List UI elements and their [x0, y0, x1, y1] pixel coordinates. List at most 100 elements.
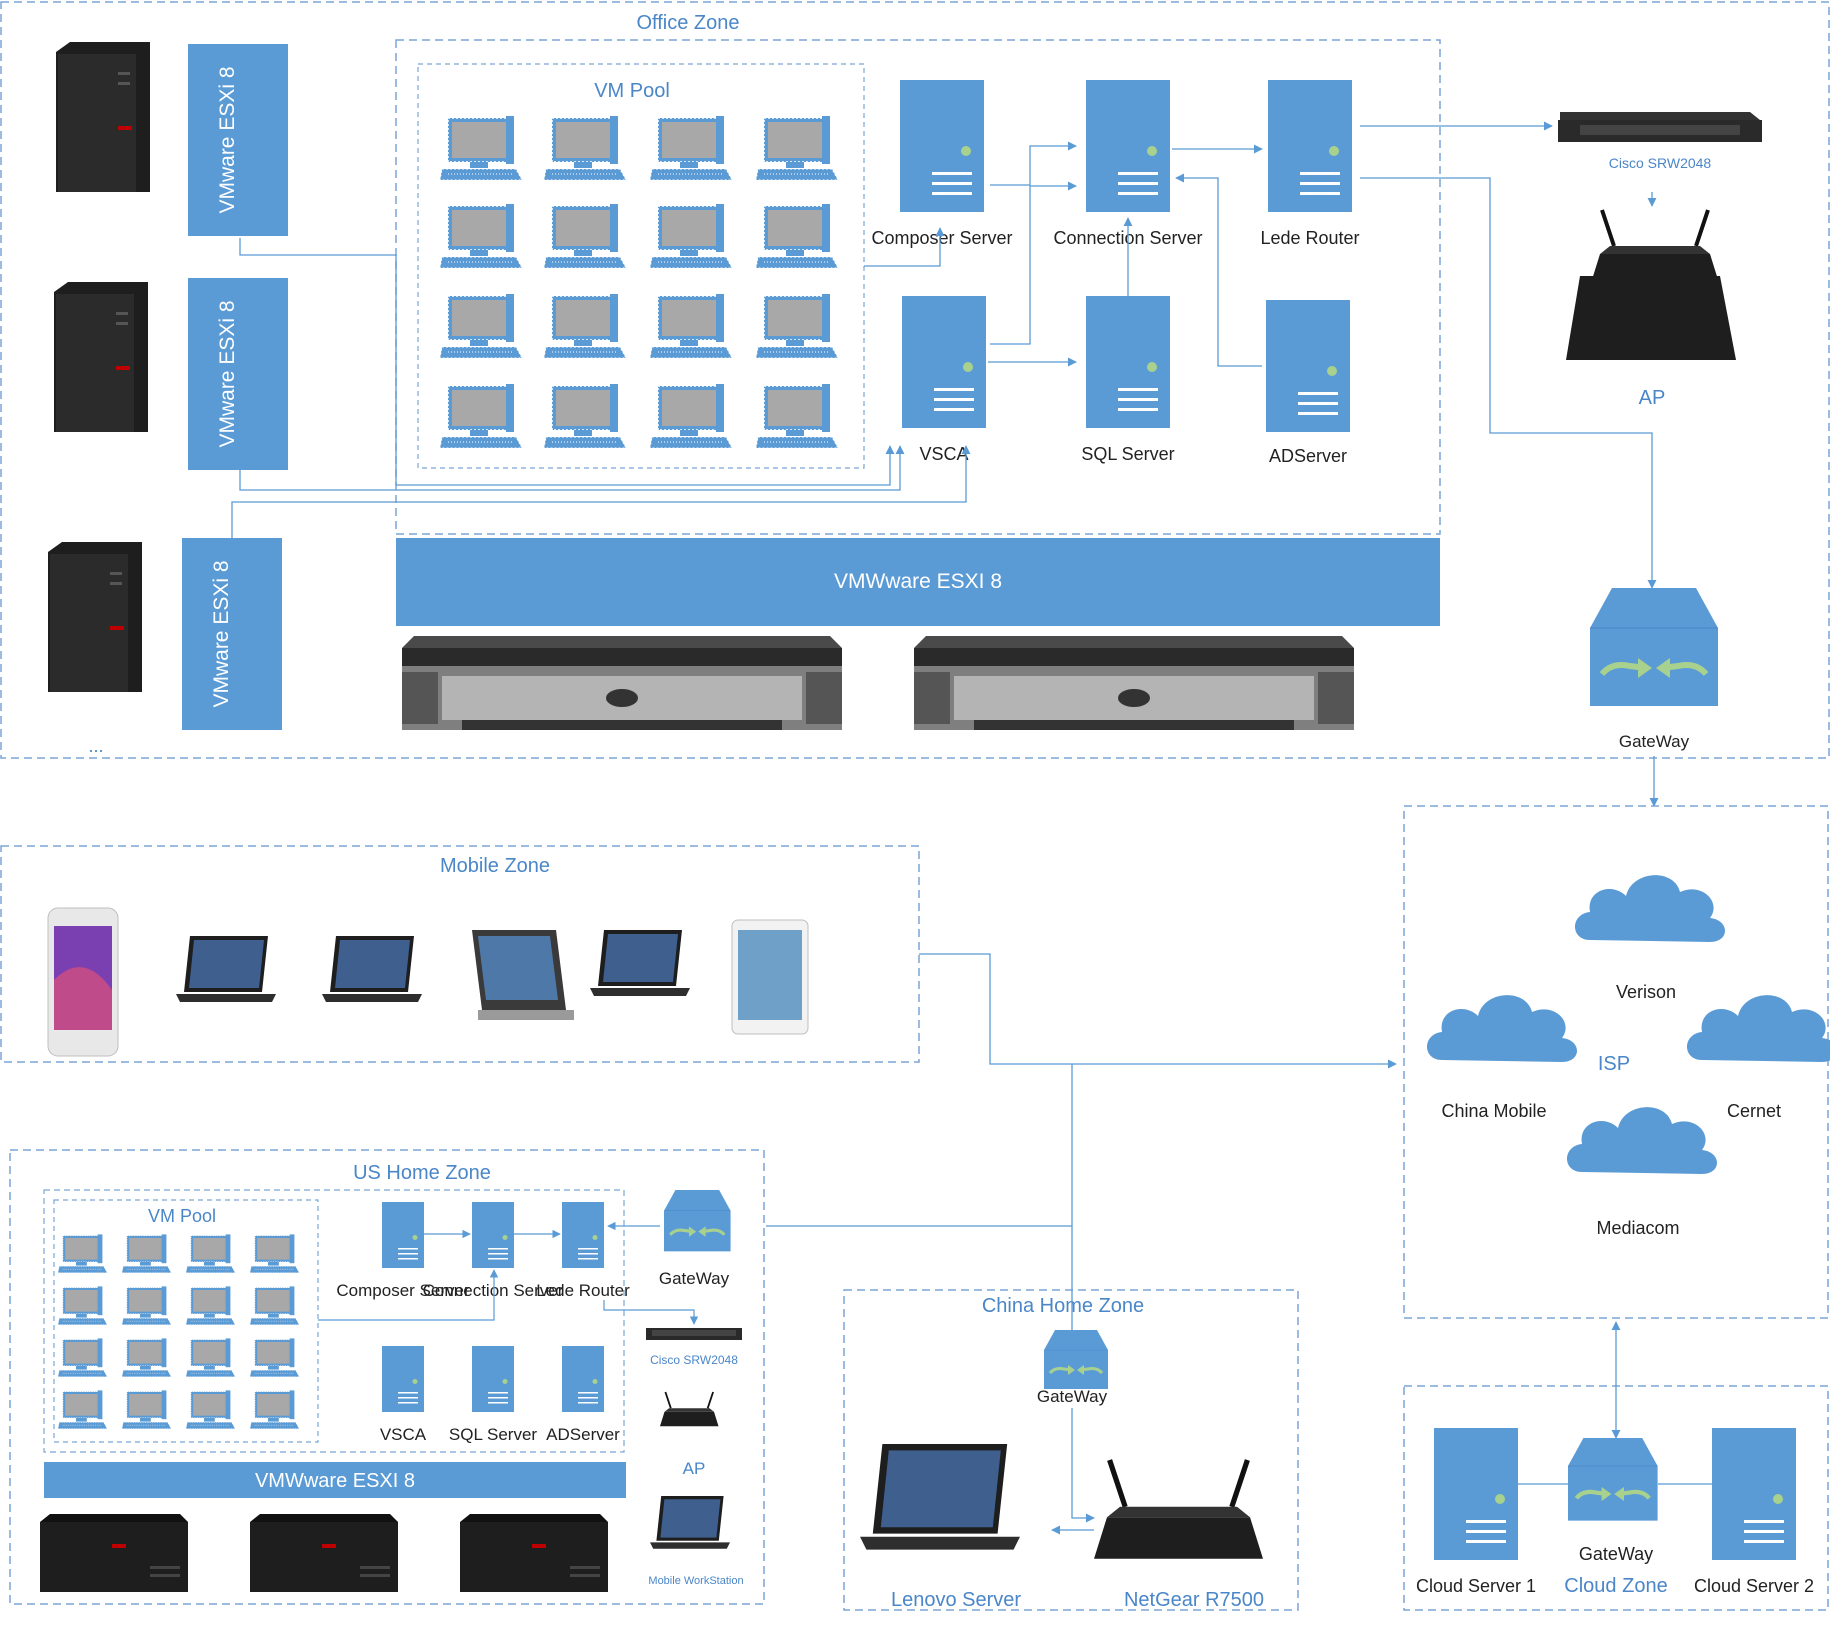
vm-icon — [649, 115, 733, 181]
us-lede-router-icon — [562, 1202, 604, 1268]
phone-icon — [47, 907, 119, 1057]
china-mobile-label: China Mobile — [1441, 1101, 1546, 1121]
vsca-label: VSCA — [919, 444, 968, 464]
switch-label: Cisco SRW2048 — [1609, 155, 1712, 171]
isp-zone-border — [1403, 805, 1829, 1319]
mobile-zone-border — [0, 845, 920, 1063]
cloud-zone-title: Cloud Zone — [1564, 1575, 1667, 1597]
laptop-2-icon — [322, 936, 422, 1002]
vm-icon — [439, 383, 523, 449]
us-ap-icon — [659, 1391, 720, 1428]
ap-icon — [1588, 208, 1722, 288]
us-home-zone-border — [9, 1149, 765, 1605]
ap-label: AP — [1639, 387, 1666, 409]
cloud-server-1-icon — [1434, 1428, 1518, 1560]
us-connection-server-label: Connection Server — [423, 1281, 564, 1300]
vm-icon — [755, 383, 839, 449]
vm-icon — [249, 1233, 300, 1274]
office-connections — [231, 121, 1659, 807]
us-vm-pool-border — [53, 1199, 319, 1443]
cloud-server-1-label: Cloud Server 1 — [1416, 1576, 1536, 1596]
us-ad-server-icon — [562, 1346, 604, 1412]
esxi-host-1 — [188, 44, 288, 236]
us-home-inner-zone — [43, 1189, 625, 1453]
cloud-gateway-icon — [1568, 1438, 1658, 1521]
vm-icon — [121, 1285, 172, 1326]
us-gateway-label: GateWay — [659, 1269, 730, 1288]
office-desktop-2 — [54, 282, 148, 432]
us-sql-server-icon — [472, 1346, 514, 1412]
vm-icon — [121, 1233, 172, 1274]
vm-icon — [57, 1337, 108, 1378]
us-connections — [318, 1221, 699, 1325]
vm-icon — [185, 1285, 236, 1326]
us-vsca-icon — [382, 1346, 424, 1412]
us-ap-label: AP — [683, 1459, 706, 1478]
us-vm-pool-label: VM Pool — [148, 1206, 216, 1226]
esxi-host-3 — [182, 538, 282, 730]
vm-icon — [121, 1389, 172, 1430]
vm-icon — [185, 1233, 236, 1274]
vm-icon — [249, 1285, 300, 1326]
esxi-host-2-label: VMware ESXi 8 — [216, 300, 239, 447]
vm-icon — [543, 115, 627, 181]
cloud-server-2-label: Cloud Server 2 — [1694, 1576, 1814, 1596]
us-mobile-workstation-label: Mobile WorkStation — [648, 1575, 743, 1587]
laptop-3-icon — [590, 930, 690, 996]
china-home-zone-border — [843, 1289, 1299, 1611]
us-gateway-icon — [662, 1188, 733, 1253]
lede-router-label: Lede Router — [1260, 228, 1359, 248]
vm-icon — [185, 1337, 236, 1378]
vm-icon — [57, 1389, 108, 1430]
netgear-router-label: NetGear R7500 — [1124, 1589, 1264, 1611]
ad-server-icon — [1266, 300, 1350, 432]
backbone-connections — [766, 953, 1397, 1330]
office-gateway-label: GateWay — [1619, 732, 1690, 751]
vm-icon — [249, 1337, 300, 1378]
us-sql-server-label: SQL Server — [449, 1425, 538, 1444]
us-switch-icon — [646, 1328, 742, 1340]
mediacom-label: Mediacom — [1596, 1218, 1679, 1238]
connection-server-icon — [1086, 80, 1170, 212]
us-vsca-label: VSCA — [380, 1425, 427, 1444]
us-desktop-1 — [40, 1514, 188, 1592]
vm-icon — [649, 293, 733, 359]
sql-server-icon — [1086, 296, 1170, 428]
cloud-server-2-icon — [1712, 1428, 1796, 1560]
vm-icon — [57, 1285, 108, 1326]
cloud-gateway-label: GateWay — [1579, 1544, 1653, 1564]
esxi-host-1-label: VMware ESXi 8 — [216, 66, 239, 213]
vm-icon — [649, 383, 733, 449]
vsca-icon — [902, 296, 986, 428]
lede-router-icon — [1268, 80, 1352, 212]
us-ad-server-label: ADServer — [546, 1425, 620, 1444]
china-gateway-icon — [1042, 1328, 1110, 1391]
vm-icon — [543, 293, 627, 359]
us-esxi-bar — [44, 1462, 626, 1498]
tablet-pc-icon — [472, 930, 574, 1020]
us-desktop-3 — [460, 1514, 608, 1592]
office-esxi-bar — [396, 538, 1440, 626]
cloud-connections — [1518, 1321, 1712, 1485]
us-connection-server-icon — [472, 1202, 514, 1268]
ipad-icon — [731, 919, 809, 1035]
us-mobile-workstation-icon — [650, 1496, 730, 1549]
vm-icon — [185, 1389, 236, 1430]
vm-icon — [755, 293, 839, 359]
china-mobile-cloud-icon — [1427, 995, 1577, 1062]
cernet-cloud-icon — [1687, 995, 1830, 1062]
sql-server-label: SQL Server — [1081, 444, 1174, 464]
office-more-desktops: ... — [88, 736, 103, 756]
office-gateway-icon — [1590, 588, 1718, 706]
laptop-1-icon — [176, 936, 276, 1002]
lenovo-server-label: Lenovo Server — [891, 1589, 1021, 1611]
vm-icon — [249, 1389, 300, 1430]
mediacom-cloud-icon — [1567, 1107, 1717, 1174]
office-esxi-bar-label: VMWware ESXI 8 — [834, 570, 1002, 593]
us-lede-router-label: Lede Router — [536, 1281, 630, 1300]
esxi-host-3-label: VMware ESXi 8 — [210, 560, 233, 707]
composer-server-label: Composer Server — [871, 228, 1012, 248]
rack-server-2 — [914, 636, 1354, 730]
ap-body — [1566, 276, 1736, 360]
office-zone-border — [0, 1, 1830, 759]
